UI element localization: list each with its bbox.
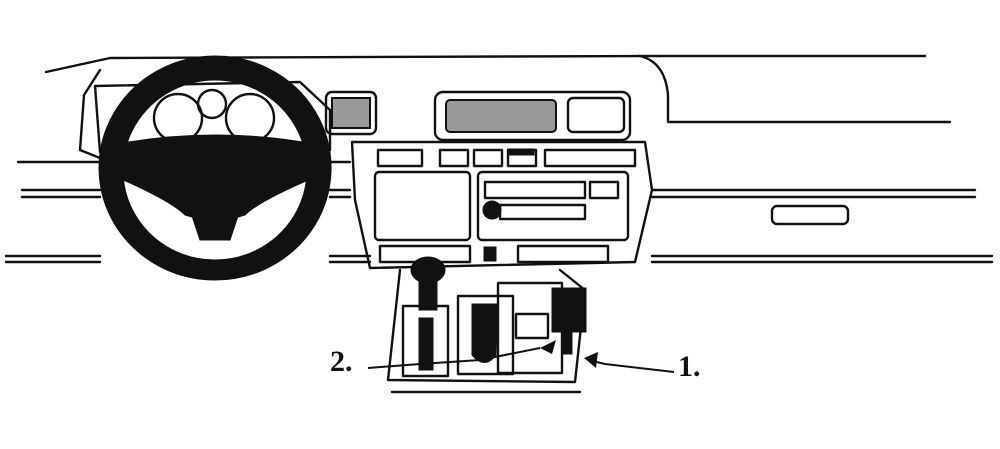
- leader-line-1: [587, 359, 675, 373]
- climate-control: [373, 170, 472, 242]
- gauge-center: [196, 88, 228, 120]
- glovebox-handle: [770, 204, 850, 226]
- hazard-bar: [507, 148, 535, 156]
- bracket-post: [561, 329, 573, 355]
- leader-line-2: [367, 347, 541, 369]
- dashboard-right-bulge: [638, 54, 952, 124]
- gear-knob: [471, 303, 499, 363]
- dashboard-top-edge: [44, 54, 927, 74]
- display-slot-frame: [566, 96, 626, 134]
- top-center-frame: [433, 90, 632, 142]
- radio-unit: [476, 170, 630, 242]
- shifter-stem: [418, 271, 438, 311]
- leader-arrow-2: [540, 340, 556, 354]
- mounting-bracket: [551, 287, 587, 333]
- radio-knob: [482, 200, 502, 220]
- callout-2: 2.: [330, 345, 353, 378]
- leader-arrow-1: [584, 352, 598, 368]
- console-lower-strip-2: [516, 244, 610, 264]
- switch-strip-2: [438, 148, 470, 168]
- left-vent-frame: [324, 90, 378, 136]
- radio-display: [498, 203, 587, 221]
- radio-button-right: [588, 180, 620, 200]
- switch-strip-5: [543, 148, 637, 168]
- ashtray: [483, 246, 497, 262]
- center-panel: [350, 140, 654, 270]
- switch-strip-1: [376, 148, 424, 168]
- callout-1: 1.: [678, 350, 701, 383]
- cassette-slot: [483, 180, 587, 200]
- tunnel-console: [386, 268, 587, 384]
- switch-strip-3: [472, 148, 504, 168]
- dashboard-left-hood: [78, 68, 102, 160]
- steering-wheel-rim: [98, 55, 332, 281]
- center-vent-grille: [445, 99, 557, 133]
- gear-gate-right: [456, 294, 515, 376]
- shifter-lever: [418, 317, 434, 371]
- cupholder-box: [514, 312, 550, 340]
- gauge-left: [152, 92, 204, 144]
- steering-wheel-spoke: [189, 209, 241, 241]
- left-vent-grille: [331, 97, 371, 129]
- steering-wheel-hub: [111, 134, 321, 221]
